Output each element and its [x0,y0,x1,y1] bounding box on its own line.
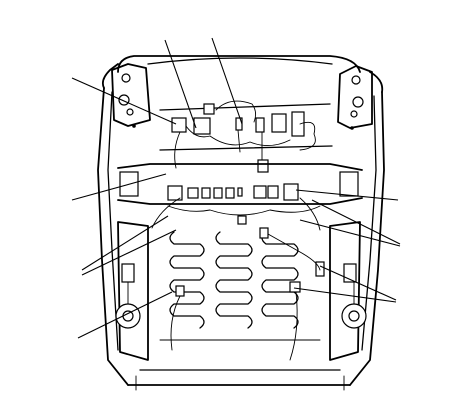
connector-row-5 [225,187,235,199]
leader-left-lower-a [81,215,169,271]
connector-upper-2 [193,117,211,135]
connector-row-1 [167,185,183,201]
leader-left-upper [71,77,177,125]
leader-top-left-b [211,37,243,125]
leader-right-middle-a [311,199,401,245]
connector-upper-6 [271,113,287,133]
leader-left-middle [71,173,167,201]
upper-harness [159,100,333,173]
connector-row-3 [201,187,211,199]
bracket-top-right [337,65,373,130]
connector-row-6 [237,187,243,197]
lower-side-rails [115,221,367,361]
leader-right-lower-b [293,287,397,303]
connector-upper-1 [171,117,187,133]
callout-leaders [71,37,401,339]
leader-right-middle-b [299,219,401,247]
seat-springs [159,231,321,341]
bracket-top-left [111,63,151,128]
connector-row-7 [253,185,267,199]
leader-left-lower-b [81,229,177,276]
connector-row-4 [213,187,223,199]
lower-harness [170,215,325,361]
connector-upper-7 [291,111,305,137]
connector-row-9 [283,183,299,201]
connector-upper-5 [255,117,265,133]
leader-top-left-a [164,39,197,129]
connector-upper-3 [203,103,215,115]
middle-crossbar [117,163,363,231]
connector-row-2 [187,187,199,199]
seat-frame-outline [97,55,385,391]
leader-left-bottom [77,291,173,339]
connector-row-8 [267,185,279,199]
connector-upper-8 [257,159,269,173]
leader-right-lower-a [319,265,397,301]
leader-right-upper [295,189,399,201]
